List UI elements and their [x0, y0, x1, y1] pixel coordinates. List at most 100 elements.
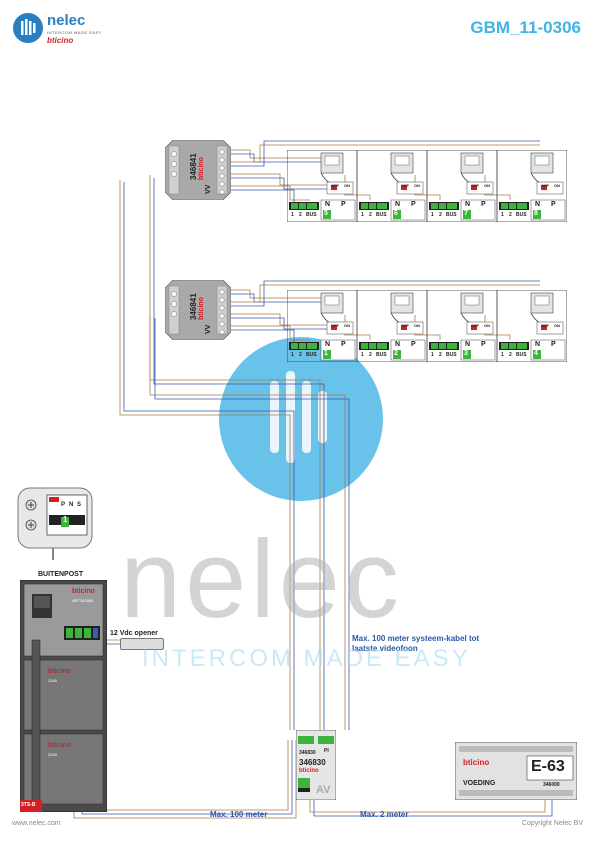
terminal-2-label: 2 — [439, 212, 442, 218]
terminal-1-label: 1 — [501, 352, 504, 358]
terminal-1-label: 1 — [361, 212, 364, 218]
terminal-bus-label: BUS — [446, 352, 457, 358]
terminal-p-label: P — [481, 341, 486, 348]
distributor-brand: bticino — [198, 157, 205, 180]
switch-off-label: OFF — [471, 183, 479, 188]
switch-off-label: OFF — [541, 183, 549, 188]
terminal-2-label: 2 — [509, 352, 512, 358]
psu-brand: bticino — [463, 758, 490, 767]
cable-label-right: Max. 2 meter — [360, 810, 409, 819]
terminal-n-label: N — [535, 341, 541, 348]
switch-on-label: ON — [414, 183, 420, 188]
outdoor-model: ART342560 — [72, 598, 94, 603]
terminal-p-label: P — [551, 341, 556, 348]
video-distributor-top: 346841 bticino VV — [164, 139, 232, 201]
outdoor-station-shape — [19, 579, 108, 813]
terminal-1-label: 1 — [361, 352, 364, 358]
monitor-frame — [286, 149, 358, 223]
terminal-n-label: N — [325, 341, 331, 348]
switch-on-label: ON — [484, 183, 490, 188]
terminal-bus-label: BUS — [376, 352, 387, 358]
terminal-n-label: N — [325, 201, 331, 208]
video-distributor-bottom: 346841 bticino VV — [164, 279, 232, 341]
terminal-bus-label: BUS — [446, 212, 457, 218]
terminal-1-label: 1 — [431, 212, 434, 218]
terminal-bus-label: BUS — [516, 352, 527, 358]
monitor-frame — [286, 289, 358, 363]
terminal-1-label: 1 — [291, 352, 294, 358]
switch-on-label: ON — [484, 323, 490, 328]
module-2-brand: bticino — [48, 742, 71, 749]
terminal-p-label: P — [481, 201, 486, 208]
interface-shape — [295, 729, 337, 801]
outdoor-brand: bticino — [72, 588, 95, 595]
terminal-p-label: P — [551, 201, 556, 208]
distributor-vv: VV — [205, 184, 212, 194]
outdoor-detail-callout: P N S 1 — [17, 487, 93, 549]
switch-on-label: ON — [414, 323, 420, 328]
detail-label-n: N — [69, 502, 74, 508]
switch-on-label: ON — [554, 323, 560, 328]
switch-on-label: ON — [554, 183, 560, 188]
terminal-bus-label: BUS — [306, 212, 317, 218]
document-code: GBM_11-0306 — [470, 18, 581, 37]
terminal-n-label: N — [395, 201, 401, 208]
footer-website[interactable]: www.nelec.com — [12, 820, 61, 827]
terminal-bus-label: BUS — [516, 212, 527, 218]
switch-off-label: OFF — [401, 183, 409, 188]
watermark-name: nelec — [120, 518, 403, 641]
opener-label: 12 Vdc opener — [110, 630, 158, 637]
terminal-n-label: N — [535, 201, 541, 208]
terminal-2-label: 2 — [299, 352, 302, 358]
monitor-unit-number: 3 — [464, 350, 468, 357]
switch-on-label: ON — [344, 323, 350, 328]
interface-code-tag: 346830 — [299, 750, 316, 756]
module-1-code: 2240 — [48, 678, 57, 683]
terminal-bus-label: BUS — [306, 352, 317, 358]
switch-off-label: OFF — [541, 323, 549, 328]
terminal-2-label: 2 — [509, 212, 512, 218]
terminal-n-label: N — [465, 341, 471, 348]
monitor-unit-number: 2 — [394, 350, 398, 357]
monitor-unit-number: 8 — [534, 210, 538, 217]
monitor-unit-number: 7 — [464, 210, 468, 217]
terminal-2-label: 2 — [439, 352, 442, 358]
distributor-vv: VV — [205, 324, 212, 334]
switch-on-label: ON — [344, 183, 350, 188]
distributor-code: 346841 — [189, 293, 198, 320]
outdoor-station: bticino ART342560 bticino 2240 bticino 2… — [19, 579, 108, 813]
monitor-unit-number: 6 — [394, 210, 398, 217]
footer-copyright: Copyright Nelec BV — [521, 820, 583, 827]
terminal-bus-label: BUS — [376, 212, 387, 218]
detail-label-s: S — [77, 502, 82, 508]
terminal-n-label: N — [465, 201, 471, 208]
terminal-p-label: P — [341, 341, 346, 348]
logo-tagline: INTERCOM MADE EASY — [47, 30, 102, 35]
distributor-code: 346841 — [189, 153, 198, 180]
detail-label-p: P — [61, 502, 66, 508]
switch-off-label: OFF — [331, 183, 339, 188]
distributor-shape — [164, 279, 232, 341]
distributor-brand: bticino — [198, 297, 205, 320]
terminal-1-label: 1 — [431, 352, 434, 358]
system-cable-note: Max. 100 meter systeem-kabel tot laatste… — [352, 634, 480, 653]
psu-name: VOEDING — [463, 780, 496, 787]
cable-label-left: Max. 100 meter — [210, 810, 268, 819]
detail-number: 1 — [63, 515, 68, 524]
terminal-p-label: P — [341, 201, 346, 208]
video-interface: 346830 PI 346830 bticino AV — [295, 729, 337, 801]
terminal-1-label: 1 — [501, 212, 504, 218]
module-1-brand: bticino — [48, 668, 71, 675]
terminal-2-label: 2 — [369, 352, 372, 358]
interface-av: AV — [316, 784, 331, 796]
monitor-unit-number: 1 — [324, 350, 328, 357]
